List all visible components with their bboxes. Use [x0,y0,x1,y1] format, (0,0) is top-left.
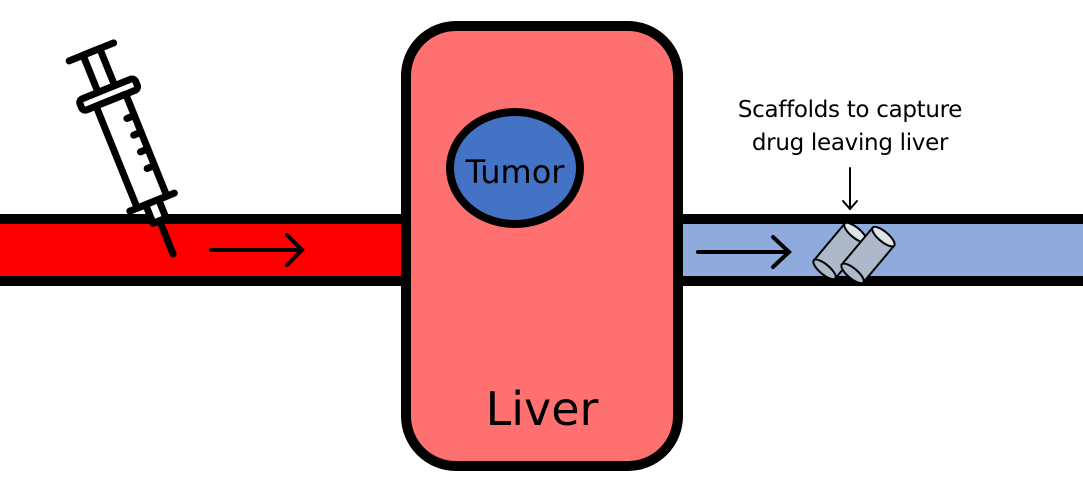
syringe-icon [65,39,178,258]
tumor-node: Tumor [446,108,584,228]
scaffold-cylinder-icon [840,225,896,285]
tumor-label: Tumor [465,153,566,191]
inflow-vessel [0,214,415,286]
scaffold-annotation: Scaffolds to capture drug leaving liver [700,94,1000,160]
liver-node: Liver [401,21,683,471]
liver-label: Liver [486,382,599,436]
annotation-line-2: drug leaving liver [751,130,949,156]
inflow-flow-arrow [209,233,305,267]
annotation-line-1: Scaffolds to capture [737,97,963,123]
inflow-vessel-body [0,214,415,286]
annotation-arrow [842,167,858,211]
scaffolds [812,221,896,285]
tumor-shape [446,108,584,228]
outflow-flow-arrow [696,235,792,269]
